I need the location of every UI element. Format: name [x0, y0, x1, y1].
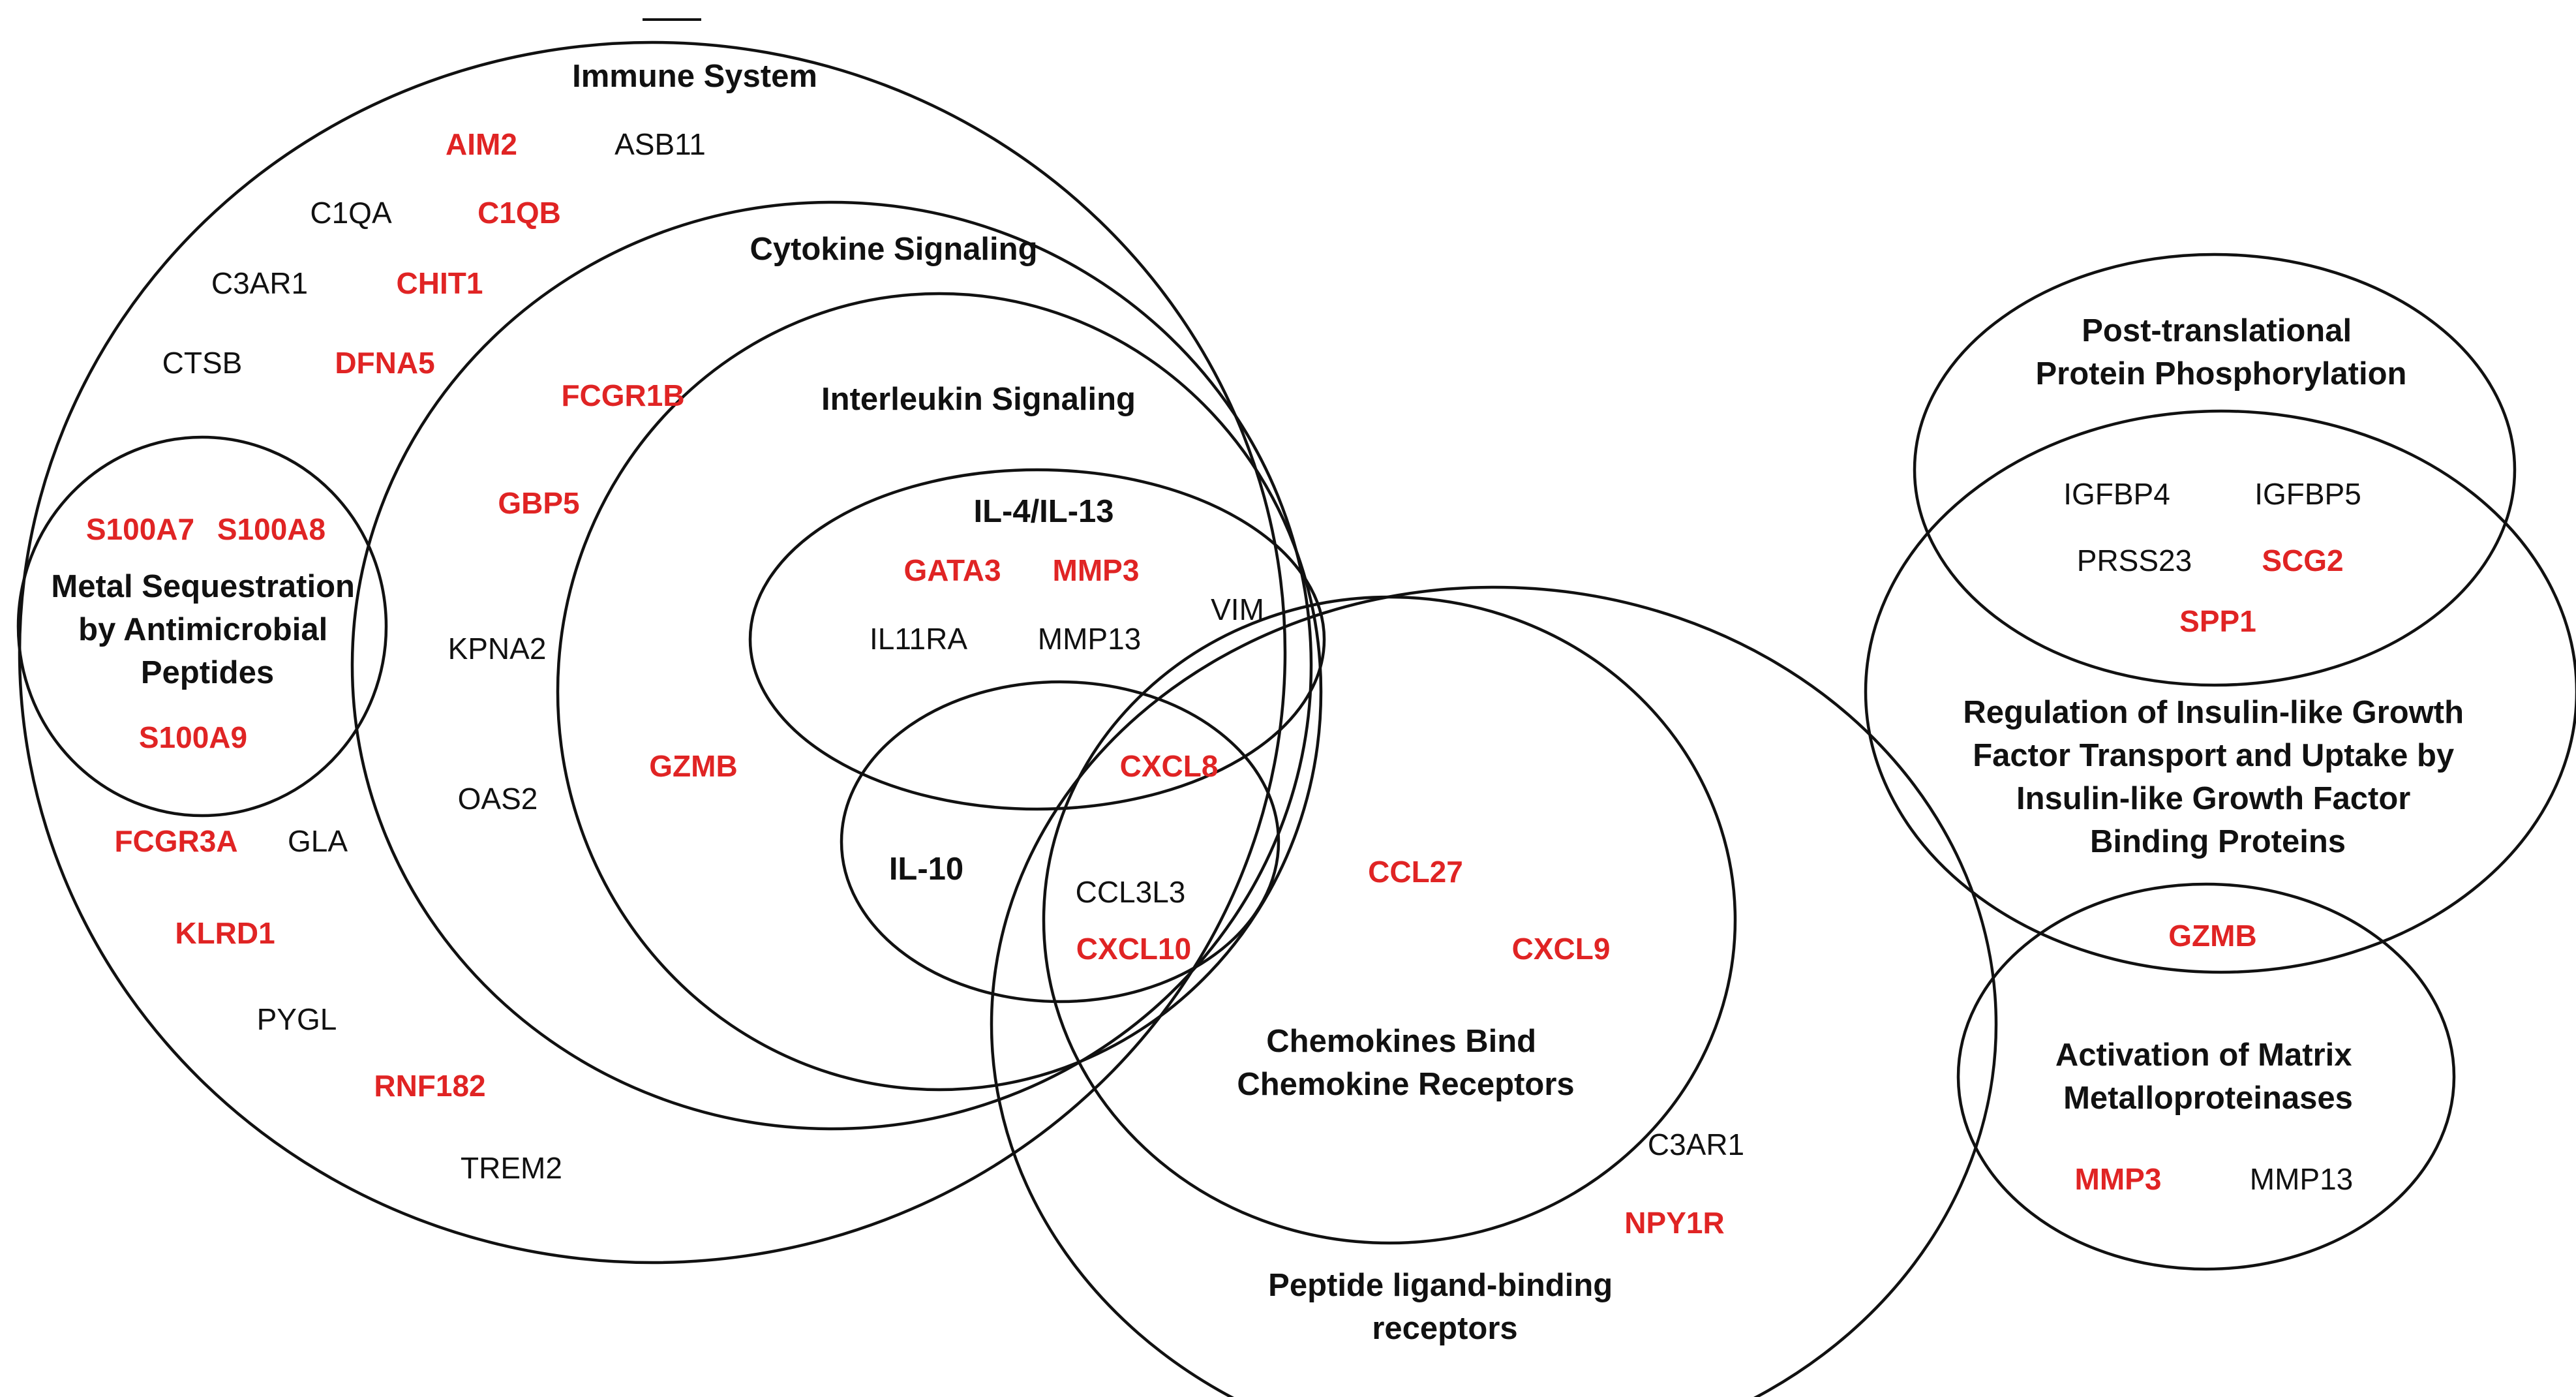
gene-label-s100a8: S100A8 [217, 512, 326, 546]
interleukin-signaling-circle [556, 292, 1323, 1092]
gene-label-aim2: AIM2 [446, 127, 517, 161]
gene-label-gzmb: GZMB [2168, 919, 2256, 953]
peptide-ligand-title: Peptide ligand-binding receptors [1268, 1268, 1622, 1346]
gene-label-gbp5: GBP5 [498, 486, 579, 520]
gene-label-asb11: ASB11 [614, 127, 706, 161]
gene-label-igfbp5: IGFBP5 [2254, 477, 2361, 511]
mmp-activation-title: Activation of Matrix Metalloproteinases [2055, 1037, 2361, 1116]
gene-label-kpna2: KPNA2 [448, 632, 547, 666]
gene-label-oas2: OAS2 [458, 782, 538, 816]
gene-label-gla: GLA [288, 824, 348, 858]
gene-label-cxcl8: CXCL8 [1120, 749, 1219, 783]
gene-label-dfna5: DFNA5 [335, 346, 434, 380]
immune-system-title: Immune System [572, 59, 817, 94]
gene-label-ccl27: CCL27 [1368, 855, 1463, 889]
gene-label-rnf182: RNF182 [374, 1069, 485, 1103]
gene-label-npy1r: NPY1R [1624, 1206, 1724, 1240]
gene-label-cxcl9: CXCL9 [1512, 932, 1611, 966]
il4-il13-title: IL-4/IL-13 [973, 494, 1114, 529]
cytokine-signaling-circle [350, 200, 1313, 1131]
il4-il13-circle [748, 468, 1326, 811]
igf-regulation-circle [1864, 409, 2576, 974]
gene-label-cxcl10: CXCL10 [1076, 932, 1191, 966]
gene-label-gzmb: GZMB [649, 749, 737, 783]
mmp-activation-circle [1956, 882, 2456, 1271]
il10-circle [840, 680, 1280, 1004]
gene-label-igfbp4: IGFBP4 [2063, 477, 2170, 511]
gene-label-s100a7: S100A7 [86, 512, 194, 546]
peptide-ligand-circle [990, 585, 1998, 1397]
gene-label-c1qb: C1QB [477, 196, 561, 230]
post-translational-circle [1913, 253, 2517, 687]
gene-label-mmp13: MMP13 [1038, 622, 1141, 656]
gene-label-ctsb: CTSB [162, 346, 243, 380]
cytokine-signaling-title: Cytokine Signaling [750, 232, 1037, 267]
gene-label-spp1: SPP1 [2179, 604, 2256, 638]
chemokines-title: Chemokines Bind Chemokine Receptors [1237, 1024, 1574, 1102]
gene-label-gata3: GATA3 [903, 553, 1001, 587]
gene-label-mmp13: MMP13 [2250, 1162, 2353, 1196]
interleukin-signaling-title: Interleukin Signaling [821, 382, 1136, 417]
gene-label-c3ar1: C3AR1 [1648, 1128, 1744, 1161]
gene-label-c1qa: C1QA [310, 196, 392, 230]
gene-label-ccl3l3: CCL3L3 [1076, 875, 1186, 909]
gene-label-trem2: TREM2 [461, 1151, 562, 1185]
gene-label-fcgr3a: FCGR3A [114, 824, 237, 858]
gene-label-mmp3: MMP3 [1053, 553, 1140, 587]
gene-label-s100a9: S100A9 [139, 720, 247, 754]
gene-label-klrd1: KLRD1 [175, 916, 275, 950]
post-translational-title: Post-translational Protein Phosphorylati… [2036, 313, 2407, 391]
gene-label-pygl: PYGL [257, 1002, 337, 1036]
metal-sequestration-circle [16, 435, 388, 818]
gene-label-mmp3: MMP3 [2075, 1162, 2162, 1196]
gene-label-vim: VIM [1211, 592, 1264, 626]
gene-label-scg2: SCG2 [2262, 544, 2343, 577]
metal-sequestration-title: Metal Sequestration by Antimicrobial Pep… [51, 569, 363, 690]
gene-label-c3ar1: C3AR1 [211, 266, 308, 300]
il10-title: IL-10 [889, 852, 963, 887]
gene-label-fcgr1b: FCGR1B [561, 378, 684, 412]
gene-label-chit1: CHIT1 [397, 266, 483, 300]
gene-label-il11ra: IL11RA [870, 622, 967, 656]
gene-label-prss23: PRSS23 [2077, 544, 2192, 577]
igf-regulation-title: Regulation of Insulin-like Growth Factor… [1963, 695, 2472, 859]
